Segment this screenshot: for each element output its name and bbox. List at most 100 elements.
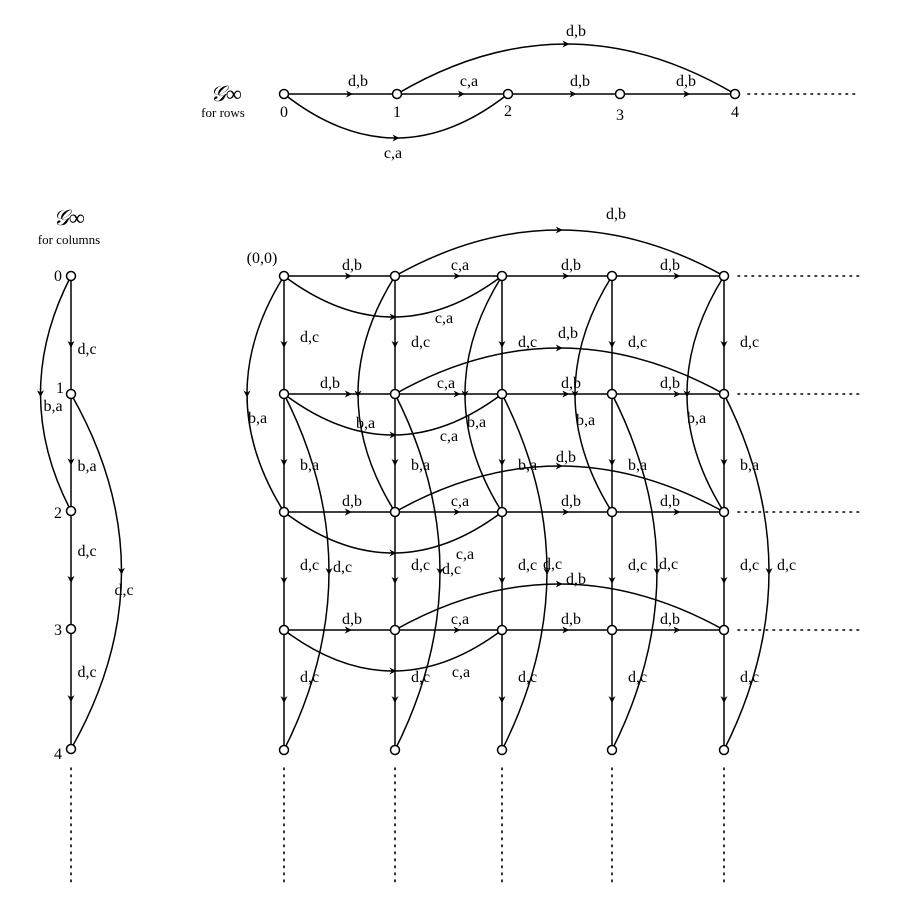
grid-h-label-3-0: d,b (342, 611, 362, 628)
grid-h-skip02-0-tail (392, 275, 503, 318)
grid-v-skip02-label-0: b,a (248, 410, 267, 427)
grid-v-label-0-0: d,c (300, 329, 319, 346)
grid-node-0-3 (606, 270, 618, 282)
grid-v-skip14-4 (723, 393, 773, 575)
col-node-3 (65, 623, 77, 635)
col-graph-caption: for columns (38, 232, 100, 247)
grid-v-label-4-1: b,a (740, 457, 759, 474)
row-edge-0-2-tail (395, 93, 509, 139)
row-graph-symbol: 𝒢∞ (210, 81, 242, 106)
grid-v-skip14-label-1: d,c (442, 561, 461, 578)
grid-h-skip14-3-tail (559, 583, 725, 631)
grid-v-label-3-1: b,a (628, 457, 647, 474)
grid-v-skip14-3 (611, 393, 661, 575)
col-edge-label-1: b,a (77, 458, 96, 475)
grid-v-skip02-3 (571, 275, 613, 398)
grid-v-skip14-label-0: d,c (333, 559, 352, 576)
grid-v-label-0-2: d,c (300, 557, 319, 574)
grid-h-label-2-1: c,a (451, 493, 469, 510)
grid-h-label-1-0: d,b (320, 375, 340, 392)
col-edge-1-4 (70, 393, 125, 575)
grid-h-skip02-label-2: c,a (456, 546, 474, 563)
grid-h-skip02-2-tail (392, 511, 503, 554)
grid-v-skip14-4-tail (723, 571, 770, 751)
grid-v-skip14-label-2: d,c (543, 556, 562, 573)
grid-node-3-3 (606, 624, 618, 636)
row-edge-1-4-tail (565, 43, 736, 95)
grid-h-label-0-1: c,a (451, 257, 469, 274)
col-edge-label-3: d,c (77, 664, 96, 681)
grid-v-label-3-3: d,c (628, 669, 647, 686)
grid-v-skip14-2-tail (501, 571, 548, 751)
grid-h-label-3-3: d,b (660, 611, 680, 628)
grid-node-4-3 (606, 744, 618, 756)
row-edge-label-1: c,a (460, 73, 478, 90)
grid-v-skip14-0-tail (283, 571, 330, 751)
col-node-label-0: 0 (54, 268, 62, 285)
col-edge-1-4-tail (70, 571, 123, 750)
grid-v-skip02-label-1: b,a (356, 415, 375, 432)
grid-node-0-4 (718, 270, 730, 282)
row-node-label-0: 0 (280, 104, 288, 121)
grid-h-skip02-label-1: c,a (440, 428, 458, 445)
row-node-label-2: 2 (504, 103, 512, 120)
grid-h-label-2-3: d,b (660, 493, 680, 510)
grid-v-skip02-1 (354, 275, 396, 398)
grid-h-skip14-label-1: d,b (558, 325, 578, 342)
grid-node-4-0 (278, 744, 290, 756)
grid-node-2-2 (496, 506, 508, 518)
grid-node-1-1 (389, 388, 401, 400)
row-node-1 (391, 88, 403, 100)
grid-node-3-1 (389, 624, 401, 636)
row-node-0 (278, 88, 290, 100)
grid-h-label-1-3: d,b (660, 375, 680, 392)
grid-node-3-0 (278, 624, 290, 636)
grid-v-skip14-label-3: d,c (659, 556, 678, 573)
grid-h-skip14-1 (394, 344, 563, 395)
grid-node-3-2 (496, 624, 508, 636)
col-node-2 (65, 505, 77, 517)
col-edge-label-2: d,c (77, 543, 96, 560)
row-node-4 (729, 88, 741, 100)
col-edge-label-0: d,c (77, 341, 96, 358)
grid-h-skip02-1 (283, 393, 397, 439)
grid-h-label-2-2: d,b (561, 493, 581, 510)
grid-node-1-0 (278, 388, 290, 400)
row-node-label-3: 3 (616, 107, 624, 124)
edges-layer (37, 40, 773, 751)
grid-node-4-4 (718, 744, 730, 756)
grid-node-0-2 (496, 270, 508, 282)
grid-v-label-4-3: d,c (740, 669, 759, 686)
nodes-layer (65, 88, 741, 756)
grid-h-label-3-2: d,b (561, 611, 581, 628)
col-graph-symbol: 𝒢∞ (53, 205, 85, 230)
grid-v-skip02-1-tail (357, 393, 396, 513)
grid-h-label-0-3: d,b (660, 257, 680, 274)
grid-origin-label: (0,0) (247, 250, 278, 267)
grid-h-label-0-2: d,b (561, 257, 581, 274)
grid-v-label-3-0: d,c (628, 334, 647, 351)
grid-v-label-0-3: d,c (300, 669, 319, 686)
grid-v-label-2-3: d,c (518, 669, 537, 686)
grid-h-skip14-1-tail (559, 347, 725, 395)
grid-node-1-3 (606, 388, 618, 400)
grid-node-0-1 (389, 270, 401, 282)
grid-v-label-1-0: d,c (411, 334, 430, 351)
grid-node-2-3 (606, 506, 618, 518)
grid-h-skip14-2-tail (559, 465, 725, 513)
grid-v-skip14-1-tail (394, 571, 441, 751)
col-node-label-2: 2 (54, 505, 62, 522)
col-node-label-1: 1 (56, 380, 64, 397)
row-edge-label-5: d,b (566, 23, 586, 40)
grid-h-label-3-1: c,a (451, 611, 469, 628)
grid-h-skip14-label-3: d,b (566, 571, 586, 588)
grid-node-2-4 (718, 506, 730, 518)
grid-node-2-0 (278, 506, 290, 518)
grid-v-skip14-2 (501, 393, 551, 575)
row-node-label-1: 1 (393, 104, 401, 121)
col-edge-label-5: d,c (114, 582, 133, 599)
row-graph-caption: for rows (201, 105, 245, 120)
row-edge-label-2: d,b (570, 73, 590, 90)
grid-v-skip02-label-2: b,a (467, 414, 486, 431)
grid-v-skip14-0 (283, 393, 333, 575)
